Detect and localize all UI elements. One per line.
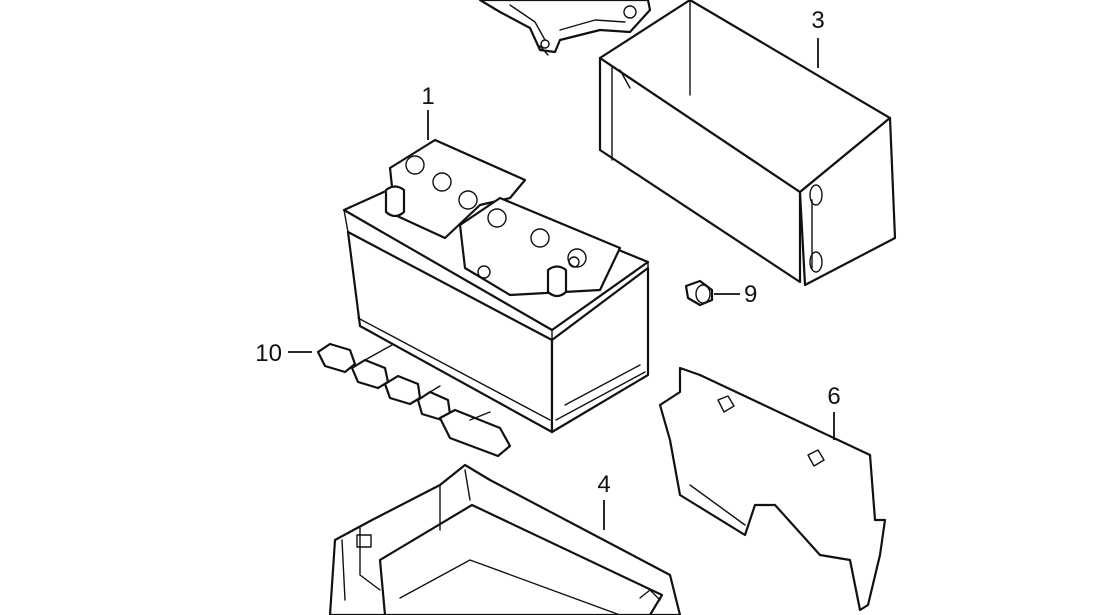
plug [684,279,714,307]
callout-insulation-cover: 3 [811,7,824,34]
callout-labels: 1 3 4 6 9 10 [255,7,840,498]
leader-lines [288,38,835,530]
side-panel [658,366,887,612]
callout-heat-shield-strip: 10 [255,340,282,367]
battery [342,138,650,434]
callout-plug: 9 [744,281,757,308]
callout-battery-tray: 4 [597,471,610,498]
top-clamp-bracket [478,0,652,56]
callout-side-panel: 6 [827,383,840,410]
heat-shield-strip [316,342,512,458]
callout-battery: 1 [421,83,434,110]
battery-tray [328,463,682,615]
insulation-cover [598,0,897,287]
